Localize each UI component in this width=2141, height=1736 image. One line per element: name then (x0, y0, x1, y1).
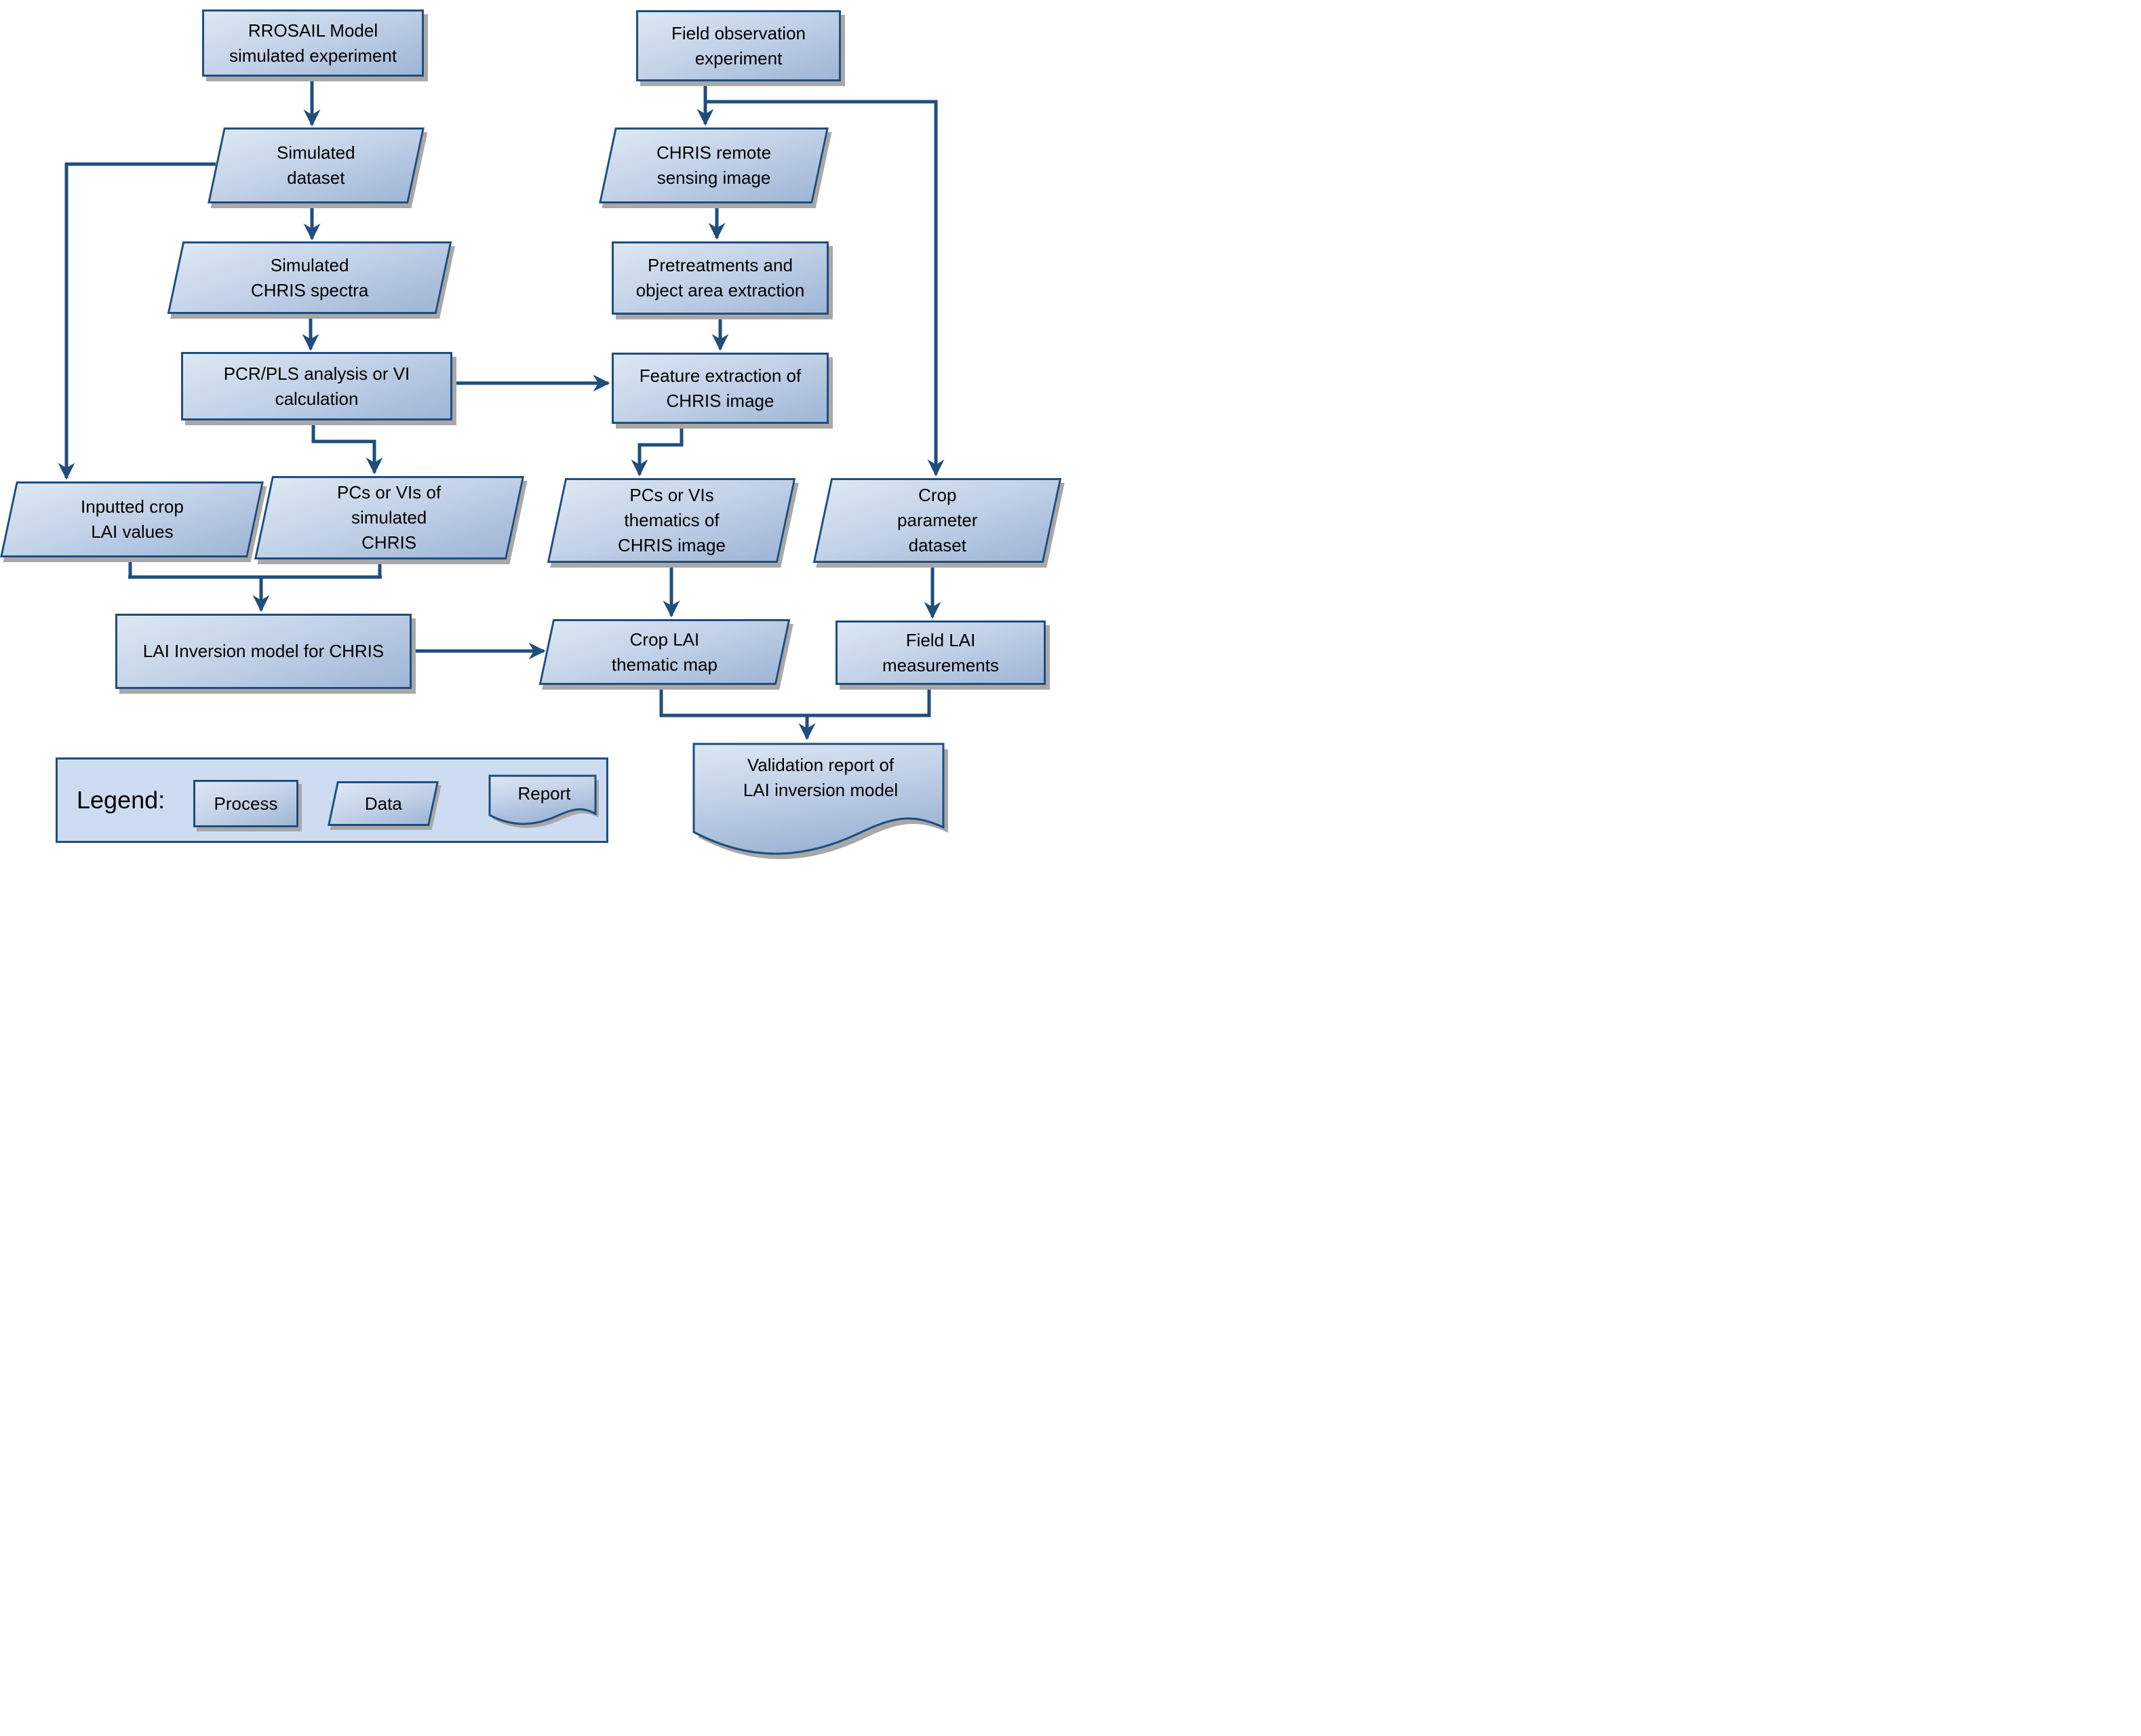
node-chris-remote-image-label: CHRIS remote sensing image (656, 142, 772, 188)
legend-report-label: Report (517, 783, 571, 804)
node-field-observation-label: Field observation experiment (671, 22, 806, 68)
node-field-observation: Field observation experiment (636, 10, 841, 81)
node-pretreatments: Pretreatments and object area extraction (612, 241, 829, 315)
node-simulated-dataset: Simulated dataset (208, 127, 425, 203)
arrow-fieldobs-to-crop-parameter (705, 100, 945, 477)
report-shape (692, 743, 948, 859)
node-feature-extraction-label: Feature extraction of CHRIS image (639, 365, 802, 411)
node-pcs-vis-simulated-chris-label: PCs or VIs of simulated CHRIS (337, 482, 441, 553)
node-simulated-chris-spectra-label: Simulated CHRIS spectra (250, 254, 369, 300)
arrow-pcrpls-to-pcs-sim (311, 420, 383, 475)
legend-process-label: Process (214, 793, 278, 814)
node-rrosail-model-label: RROSAIL Model simulated experiment (229, 20, 397, 66)
node-pretreatments-label: Pretreatments and object area extraction (635, 255, 805, 300)
node-pcs-vis-simulated-chris: PCs or VIs of simulated CHRIS (254, 476, 525, 559)
node-rrosail-model: RROSAIL Model simulated experiment (202, 9, 424, 77)
node-pcs-vis-thematics: PCs or VIs thematics of CHRIS image (547, 478, 796, 563)
node-simulated-dataset-label: Simulated dataset (277, 142, 355, 188)
arrow-feature-to-pcs-thematics (631, 424, 684, 477)
node-simulated-chris-spectra: Simulated CHRIS spectra (167, 241, 452, 314)
node-validation-report: Validation report of LAI inversion model (692, 742, 949, 867)
node-lai-inversion-model: LAI Inversion model for CHRIS (115, 614, 412, 689)
node-inputted-crop-lai-label: Inputted crop LAI values (80, 496, 184, 542)
node-inputted-crop-lai: Inputted crop LAI values (0, 481, 264, 557)
node-field-lai-measurements: Field LAI measurements (836, 620, 1046, 685)
legend-report-glyph (488, 774, 599, 828)
node-crop-parameter-dataset: Crop parameter dataset (812, 478, 1062, 563)
node-crop-parameter-dataset-label: Crop parameter dataset (897, 485, 978, 555)
node-field-lai-measurements-label: Field LAI measurements (882, 629, 999, 675)
flowchart-canvas: RROSAIL Model simulated experiment Simul… (0, 0, 1070, 868)
connector-layer (58, 77, 945, 741)
node-pcs-vis-thematics-label: PCs or VIs thematics of CHRIS image (617, 485, 726, 555)
node-lai-inversion-model-label: LAI Inversion model for CHRIS (142, 641, 385, 662)
arrow-dataset-to-inputted-lai (58, 162, 216, 480)
node-validation-report-label: Validation report of LAI inversion model (743, 755, 899, 800)
legend-report-shape: Report (488, 774, 600, 837)
node-feature-extraction: Feature extraction of CHRIS image (612, 353, 829, 424)
node-pcr-pls-analysis-label: PCR/PLS analysis or VI calculation (223, 363, 410, 409)
legend-data-shape: Data (327, 781, 439, 826)
legend: Legend: Process Data Report (56, 757, 608, 843)
node-crop-lai-thematic-map-label: Crop LAI thematic map (611, 629, 718, 675)
node-pcr-pls-analysis: PCR/PLS analysis or VI calculation (181, 352, 452, 420)
node-crop-lai-thematic-map: Crop LAI thematic map (538, 619, 791, 685)
legend-title: Legend: (77, 786, 165, 814)
legend-process-shape: Process (193, 780, 298, 827)
node-chris-remote-image: CHRIS remote sensing image (599, 127, 829, 203)
legend-data-label: Data (364, 793, 402, 814)
